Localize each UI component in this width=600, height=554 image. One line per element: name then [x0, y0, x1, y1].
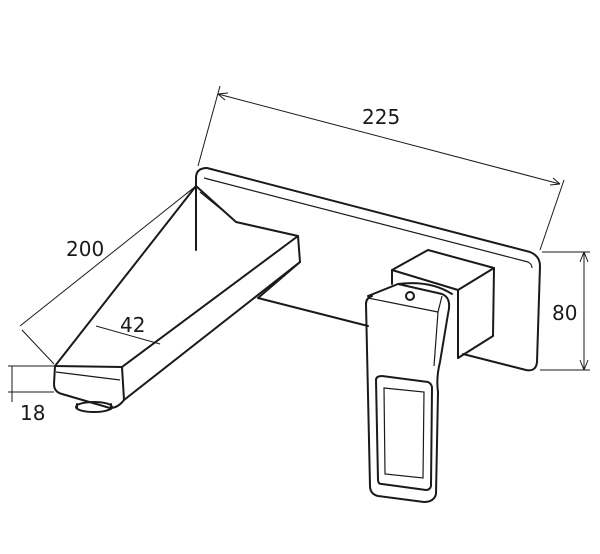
- label-225: 225: [362, 105, 400, 129]
- label-42: 42: [120, 313, 145, 337]
- dimension-18: 18: [8, 365, 54, 425]
- dimension-42: 42: [95, 313, 161, 345]
- wall-plate: [195, 167, 541, 372]
- label-200: 200: [66, 237, 104, 261]
- label-18: 18: [20, 401, 45, 425]
- dimension-80: 80: [540, 251, 590, 371]
- label-80: 80: [552, 301, 577, 325]
- spout: [53, 185, 301, 413]
- lever-handle: [365, 249, 495, 503]
- dimension-200: 200: [19, 185, 197, 365]
- dimension-225: 225: [197, 85, 565, 251]
